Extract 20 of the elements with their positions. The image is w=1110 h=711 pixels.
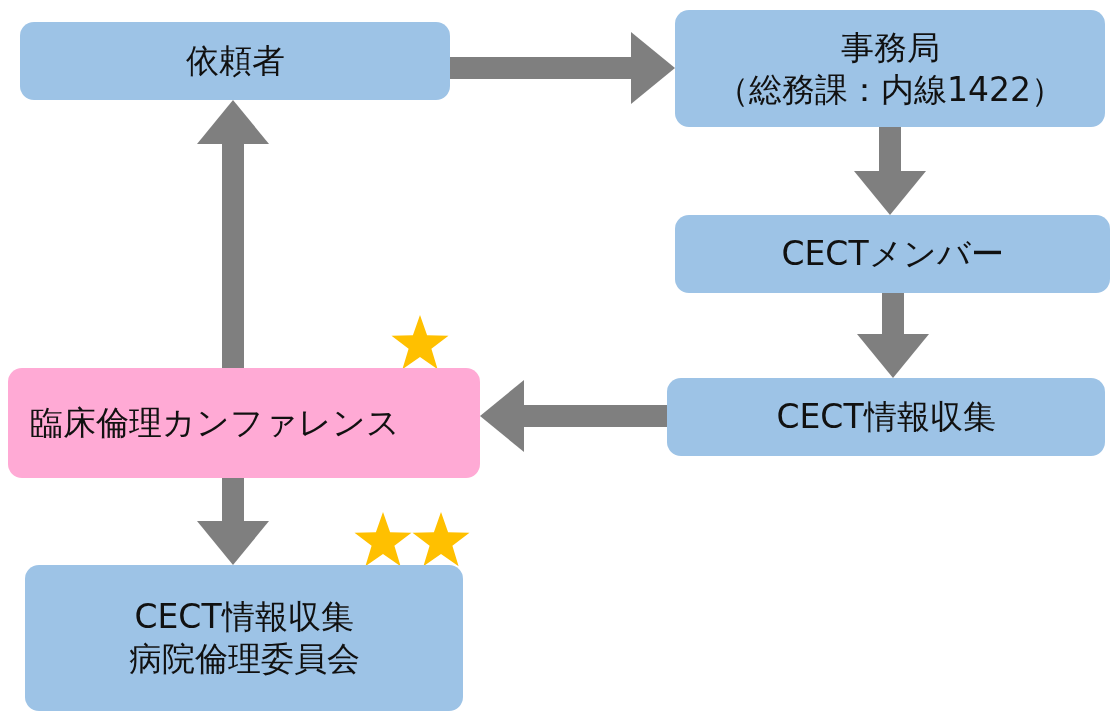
committee-box bbox=[25, 565, 463, 711]
arrow bbox=[197, 478, 269, 565]
arrow bbox=[197, 100, 269, 368]
node-label: CECT情報収集 bbox=[134, 596, 354, 638]
process-box bbox=[667, 378, 1105, 456]
arrow bbox=[857, 293, 929, 378]
office-box bbox=[675, 10, 1105, 127]
arrow bbox=[854, 127, 926, 215]
requester-box bbox=[20, 22, 450, 100]
node-label: （総務課：内線1422） bbox=[716, 68, 1064, 111]
node-label: 臨床倫理カンファレンス bbox=[30, 402, 400, 444]
arrow bbox=[450, 32, 675, 104]
node-label: 病院倫理委員会 bbox=[128, 638, 360, 680]
node-label: 依頼者 bbox=[185, 40, 285, 82]
node-label: 事務局 bbox=[840, 26, 940, 69]
process-box bbox=[675, 215, 1110, 293]
arrow bbox=[480, 380, 667, 452]
node-label: CECTメンバー bbox=[781, 233, 1004, 275]
conference-box bbox=[8, 368, 480, 478]
node-label: CECT情報収集 bbox=[776, 396, 996, 438]
